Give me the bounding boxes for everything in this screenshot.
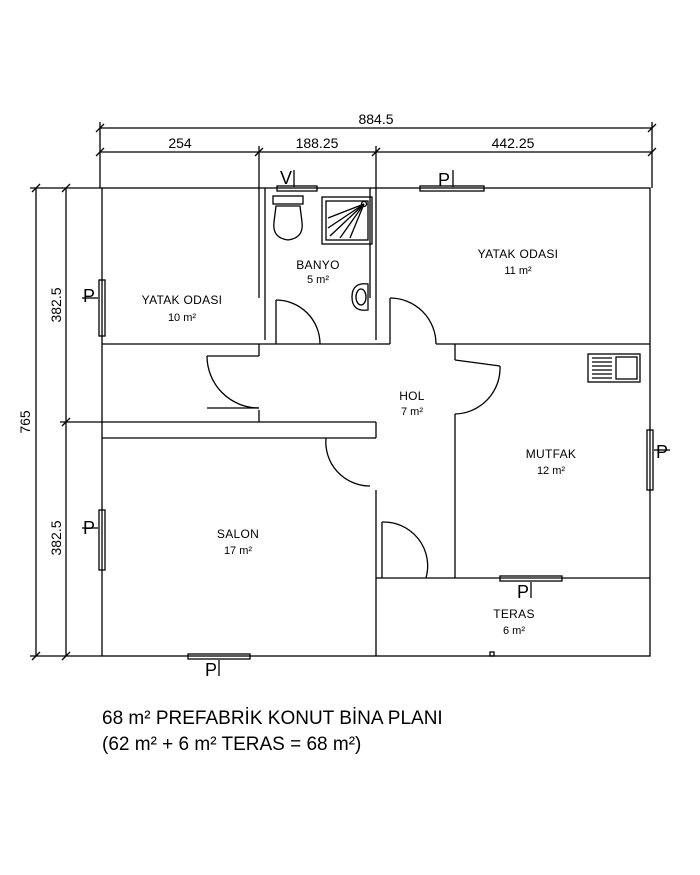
window-marker-salon-left: P: [83, 518, 95, 538]
room-name-yatak-odasi-1: YATAK ODASI: [142, 293, 223, 307]
dim-lower-height: 382.5: [48, 520, 64, 555]
drain-icon: [489, 651, 495, 657]
sink-icon: [351, 283, 369, 311]
room-name-yatak-odasi-2: YATAK ODASI: [478, 247, 559, 261]
shower-icon: [321, 196, 373, 245]
vent-marker-banyo: V: [280, 168, 292, 188]
room-area-hol: 7 m²: [401, 406, 423, 418]
toilet-icon: [272, 195, 304, 241]
room-area-banyo: 5 m²: [307, 274, 329, 286]
dim-seg-1: 254: [168, 135, 192, 151]
window-marker-salon-bottom: P: [205, 660, 217, 680]
dim-upper-height: 382.5: [48, 287, 64, 322]
window-marker-mutfak-right: P: [656, 442, 668, 462]
window-marker-mutfak-bottom: P: [517, 582, 529, 602]
window-marker-yatak-odasi-1: P: [83, 286, 95, 306]
room-area-mutfak: 12 m²: [537, 465, 565, 477]
dim-seg-3: 442.25: [492, 135, 535, 151]
room-area-teras: 6 m²: [503, 625, 525, 637]
top-dimensions: [95, 122, 657, 188]
room-area-yatak-odasi-2: 11 m²: [504, 265, 532, 277]
room-name-salon: SALON: [217, 527, 259, 541]
dim-total-width: 884.5: [358, 111, 393, 127]
plan-title: 68 m² PREFABRİK KONUT BİNA PLANI: [102, 708, 443, 729]
windows: [98, 185, 654, 660]
interior-walls: [102, 188, 650, 656]
room-name-teras: TERAS: [493, 607, 535, 621]
room-area-salon: 17 m²: [224, 545, 252, 557]
room-area-yatak-odasi-1: 10 m²: [168, 312, 196, 324]
marker-ticks: [82, 170, 670, 676]
dim-total-height: 765: [17, 410, 33, 434]
room-name-mutfak: MUTFAK: [526, 447, 576, 461]
dim-seg-2: 188.25: [296, 135, 339, 151]
room-name-hol: HOL: [399, 389, 425, 403]
left-dimensions: [30, 183, 102, 661]
doors: [206, 297, 501, 579]
kitchen-sink-icon: [587, 353, 641, 383]
room-name-banyo: BANYO: [296, 258, 340, 272]
plan-subtitle: (62 m² + 6 m² TERAS = 68 m²): [102, 734, 362, 755]
window-marker-yatak-odasi-2: P: [438, 170, 450, 190]
